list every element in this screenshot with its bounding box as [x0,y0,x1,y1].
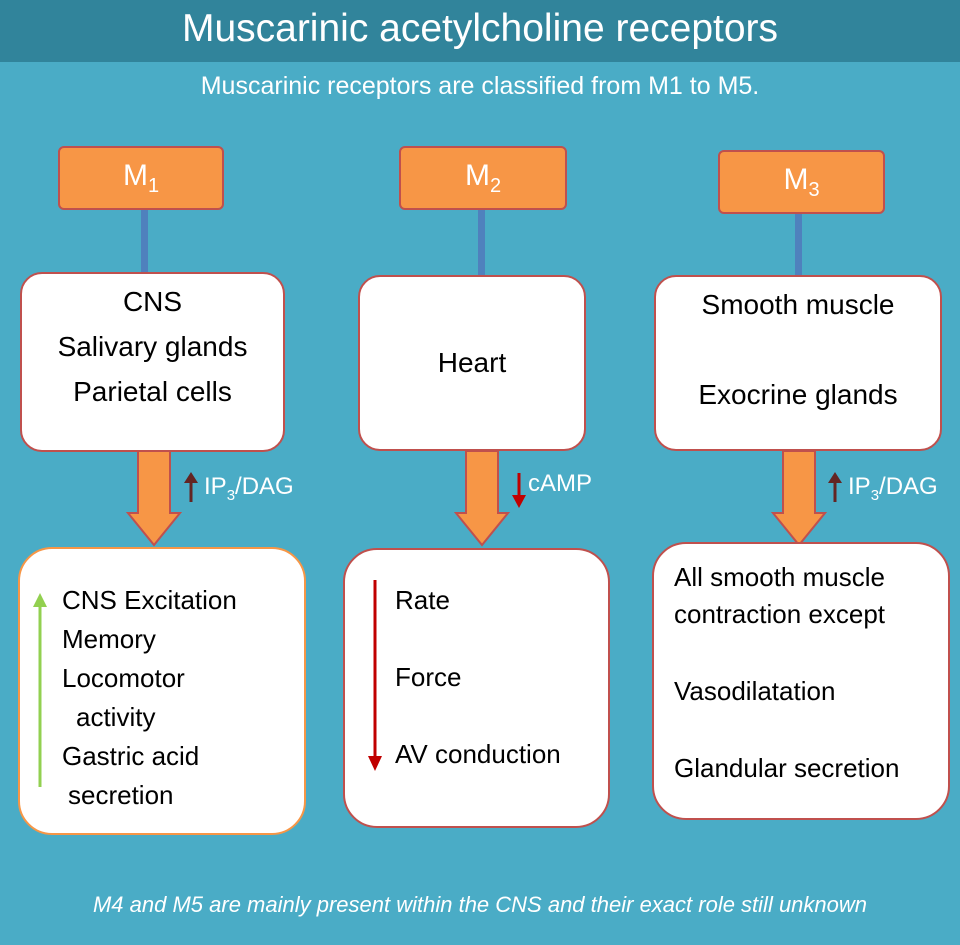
increase-arrow-icon [33,593,47,787]
effect-line: All smooth muscle [674,562,885,592]
target-line: Exocrine glands [698,379,898,410]
effect-line: secretion [68,780,174,810]
decrease-arrow-icon [368,580,382,771]
effect-line: Glandular secretion [674,753,900,783]
title-bar [0,0,960,62]
effect-line: Force [395,662,462,692]
effect-line: Rate [395,585,450,615]
receptor-m1-label: M1 [122,158,160,197]
effect-line: activity [76,702,156,732]
receptor-m1-effects: CNS Excitation Memory Locomotor activity… [18,547,306,835]
down-arrow-icon [512,473,526,508]
target-line: Smooth muscle [701,289,895,320]
flow-arrow-m3 [770,450,828,547]
up-arrow-icon [828,472,842,502]
effect-line: contraction except [674,599,886,629]
effect-line: Vasodilatation [674,676,836,706]
effect-line: Memory [62,624,156,654]
second-messenger-m1: IP3/DAG [204,473,294,504]
receptor-m3-connector [795,214,802,276]
second-messenger-m3: IP3/DAG [848,473,938,504]
receptor-m1-targets: CNS Salivary glands Parietal cells [20,272,285,452]
effect-line: CNS Excitation [62,585,237,615]
receptor-m2-connector [478,210,485,276]
receptor-m3-targets: Smooth muscle Exocrine glands [654,275,942,451]
flow-arrow-m2 [453,450,511,547]
effect-line: Locomotor [62,663,185,693]
receptor-m2-targets: Heart [358,275,586,451]
effect-line: AV conduction [395,739,561,769]
effect-line: Gastric acid [62,741,200,771]
target-line: CNS [122,286,183,317]
target-line: Heart [437,347,507,378]
target-line: Parietal cells [73,376,232,407]
subtitle: Muscarinic receptors are classified from… [200,72,760,100]
flow-arrow-m1 [125,450,183,547]
page-title: Muscarinic acetylcholine receptors [181,7,779,50]
up-arrow-icon [184,472,198,502]
receptor-m1-connector [141,210,148,274]
receptor-m3-label: M3 [783,162,820,201]
receptor-m3-effects: All smooth muscle contraction except Vas… [652,542,950,820]
receptor-m1-box: M1 [58,146,224,210]
receptor-m3-box: M3 [718,150,885,214]
footer-note: M4 and M5 are mainly present within the … [92,892,868,917]
target-line: Salivary glands [57,331,248,362]
receptor-m2-box: M2 [399,146,567,210]
receptor-m2-label: M2 [464,158,502,197]
second-messenger-m2: cAMP [528,470,593,497]
receptor-m2-effects: Rate Force AV conduction [343,548,610,828]
